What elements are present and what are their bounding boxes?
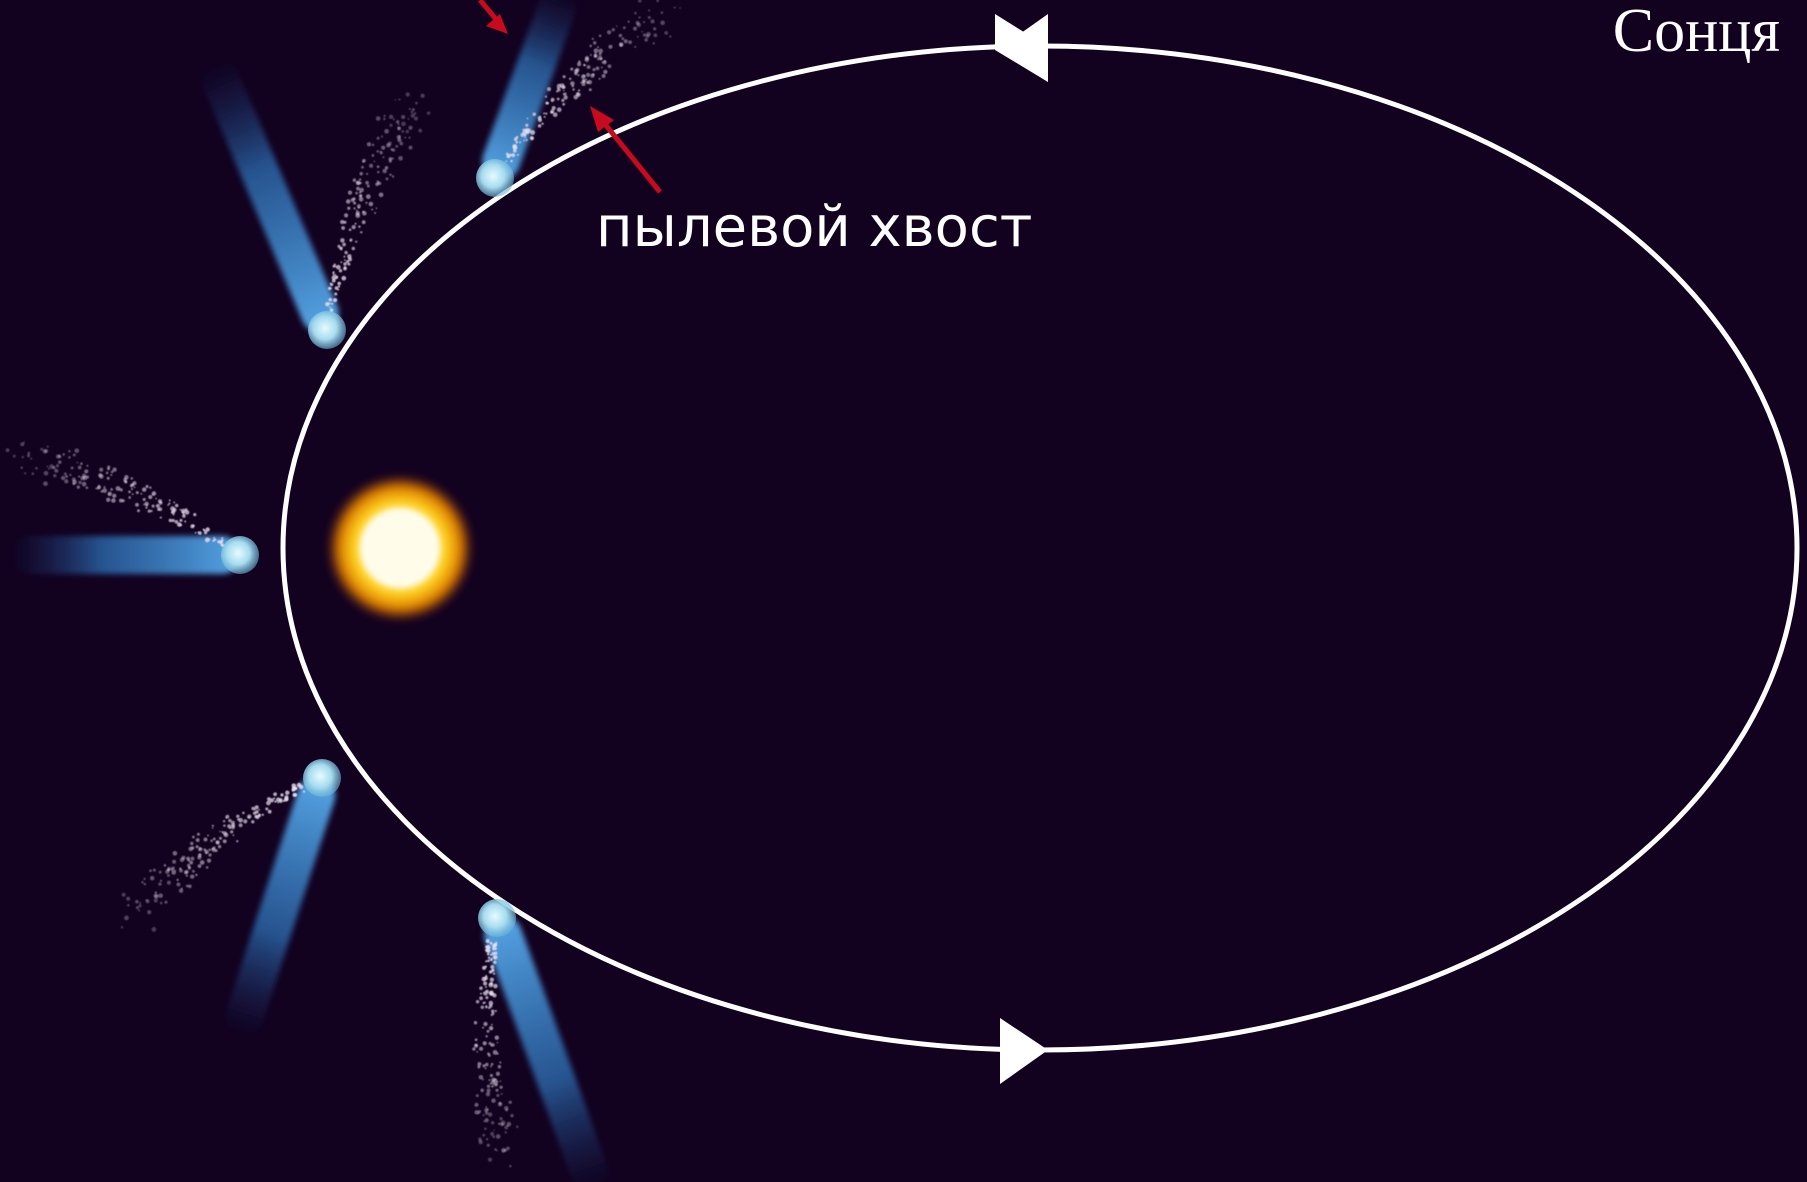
comet-icon (201, 61, 431, 349)
dust-tail (120, 782, 306, 932)
comet-icon (472, 899, 609, 1182)
corner-caption: Сонця (1612, 0, 1780, 65)
dust-tail (5, 441, 225, 547)
ion-tail-pointer-arrow (478, 0, 508, 34)
comet-head (308, 311, 346, 349)
comet-icon (120, 759, 341, 1036)
ion-tail (10, 536, 240, 574)
ion-tail (482, 0, 577, 180)
dust-tail (472, 939, 519, 1168)
comet-head (476, 159, 514, 197)
dust-tail-label: пылевой хвост (596, 195, 1033, 260)
comet-icon (5, 441, 259, 574)
triangle-arrow-icon (1000, 14, 1048, 82)
triangle-arrow-icon (1000, 1018, 1048, 1084)
comet-head (478, 899, 516, 937)
ion-tail (225, 776, 336, 1036)
dust-tail (325, 92, 431, 313)
comet-head (303, 759, 341, 797)
comet-icon (476, 0, 681, 197)
dust-tail (505, 0, 681, 163)
ion-tail (484, 916, 609, 1182)
dust-tail-pointer-arrow (590, 106, 662, 194)
comet-orbit (280, 43, 1800, 1053)
ion-tail (201, 61, 339, 332)
comets-group (5, 0, 681, 1182)
comet-head (221, 536, 259, 574)
sun-icon (326, 474, 474, 622)
